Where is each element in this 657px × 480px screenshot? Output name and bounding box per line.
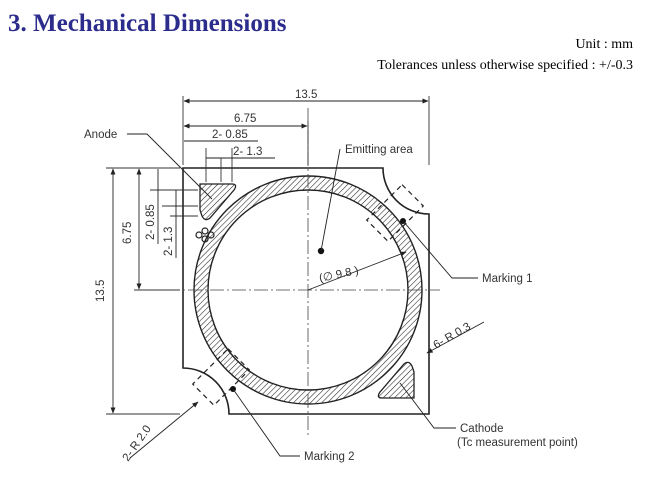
page-title: 3. Mechanical Dimensions <box>8 10 287 37</box>
marking-2-leader <box>232 388 300 457</box>
dim-13-label: 2- 1.3 <box>233 146 262 158</box>
cathode-leader <box>399 382 456 429</box>
emitting-area-label: Emitting area <box>345 144 413 156</box>
dim-v-half-label: 6.75 <box>122 222 134 244</box>
marking-1-label: Marking 1 <box>482 273 533 285</box>
dim-v-13-label: 2- 1.3 <box>163 227 175 256</box>
corner-radius-large-label: 2- R 2.0 <box>121 423 154 463</box>
package-outline <box>182 167 430 415</box>
corner-radius-large-leader <box>129 401 199 459</box>
cathode-note-label: (Tc measurement point) <box>457 437 578 449</box>
marking-1-leader <box>402 220 478 279</box>
anode-label: Anode <box>84 129 117 141</box>
cathode-label: Cathode <box>460 423 503 435</box>
tolerance-note: Tolerances unless otherwise specified : … <box>377 58 633 73</box>
dim-width-label: 13.5 <box>295 89 317 101</box>
polarity-mark-icon <box>195 227 215 243</box>
emitting-area-leader <box>320 148 341 252</box>
corner-radius-small-leader <box>426 321 485 354</box>
unit-note: Unit : mm <box>575 37 633 52</box>
diameter-leader <box>307 251 407 291</box>
marking-2-label: Marking 2 <box>304 451 355 463</box>
anode-pad <box>199 183 237 221</box>
dim-v-085-label: 2- 0.85 <box>145 204 157 240</box>
dim-height-label: 13.5 <box>95 280 107 302</box>
dim-half-label: 6.75 <box>234 113 256 125</box>
anode-leader <box>127 133 213 200</box>
dim-085-label: 2- 0.85 <box>212 129 248 141</box>
